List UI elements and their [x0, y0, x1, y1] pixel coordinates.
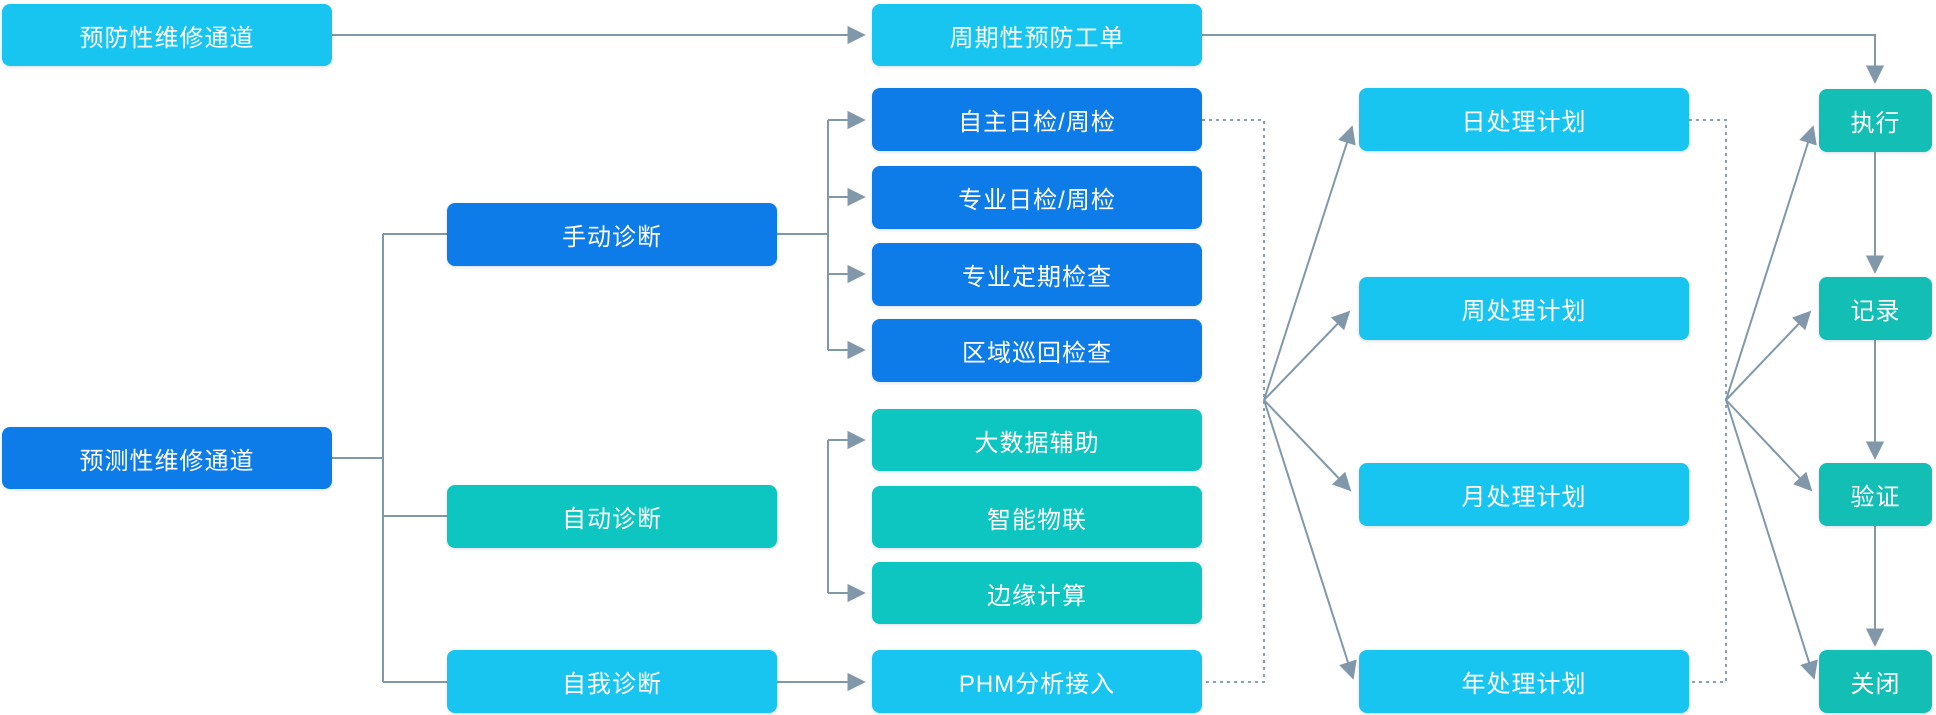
dashed-rail-right: [1689, 119, 1727, 683]
edge-auto-bracket: [827, 430, 866, 603]
node-phm-analysis-access: PHM分析接入: [872, 650, 1202, 713]
node-verify: 验证: [1819, 463, 1932, 526]
node-manual-diagnosis: 手动诊断: [447, 203, 777, 266]
node-periodic-preventive-order: 周期性预防工单: [872, 4, 1202, 66]
node-self-daily-weekly-check: 自主日检/周检: [872, 88, 1202, 151]
node-professional-periodic-inspection: 专业定期检查: [872, 243, 1202, 306]
node-monthly-plan: 月处理计划: [1359, 463, 1689, 526]
node-area-patrol-inspection: 区域巡回检查: [872, 319, 1202, 382]
node-auto-diagnosis: 自动诊断: [447, 485, 777, 548]
dashed-rail-left: [1202, 119, 1265, 683]
action-fan-arrows: [1725, 125, 1818, 680]
node-close: 关闭: [1819, 650, 1932, 713]
node-weekly-plan: 周处理计划: [1359, 277, 1689, 340]
edge-order-to-execute: [1202, 34, 1885, 84]
node-smart-iot: 智能物联: [872, 486, 1202, 548]
plan-fan-arrows: [1263, 125, 1357, 680]
edge-predictive-trunk: [332, 233, 447, 683]
node-self-diagnosis: 自我诊断: [447, 650, 777, 713]
edge-manual-manifold: [777, 110, 866, 360]
node-execute: 执行: [1819, 89, 1932, 152]
node-preventive-channel: 预防性维修通道: [2, 4, 332, 66]
node-big-data-assist: 大数据辅助: [872, 409, 1202, 471]
node-edge-computing: 边缘计算: [872, 562, 1202, 624]
node-yearly-plan: 年处理计划: [1359, 650, 1689, 713]
node-record: 记录: [1819, 277, 1932, 340]
node-daily-plan: 日处理计划: [1359, 88, 1689, 151]
node-predictive-channel: 预测性维修通道: [2, 427, 332, 489]
node-professional-daily-weekly-check: 专业日检/周检: [872, 166, 1202, 229]
